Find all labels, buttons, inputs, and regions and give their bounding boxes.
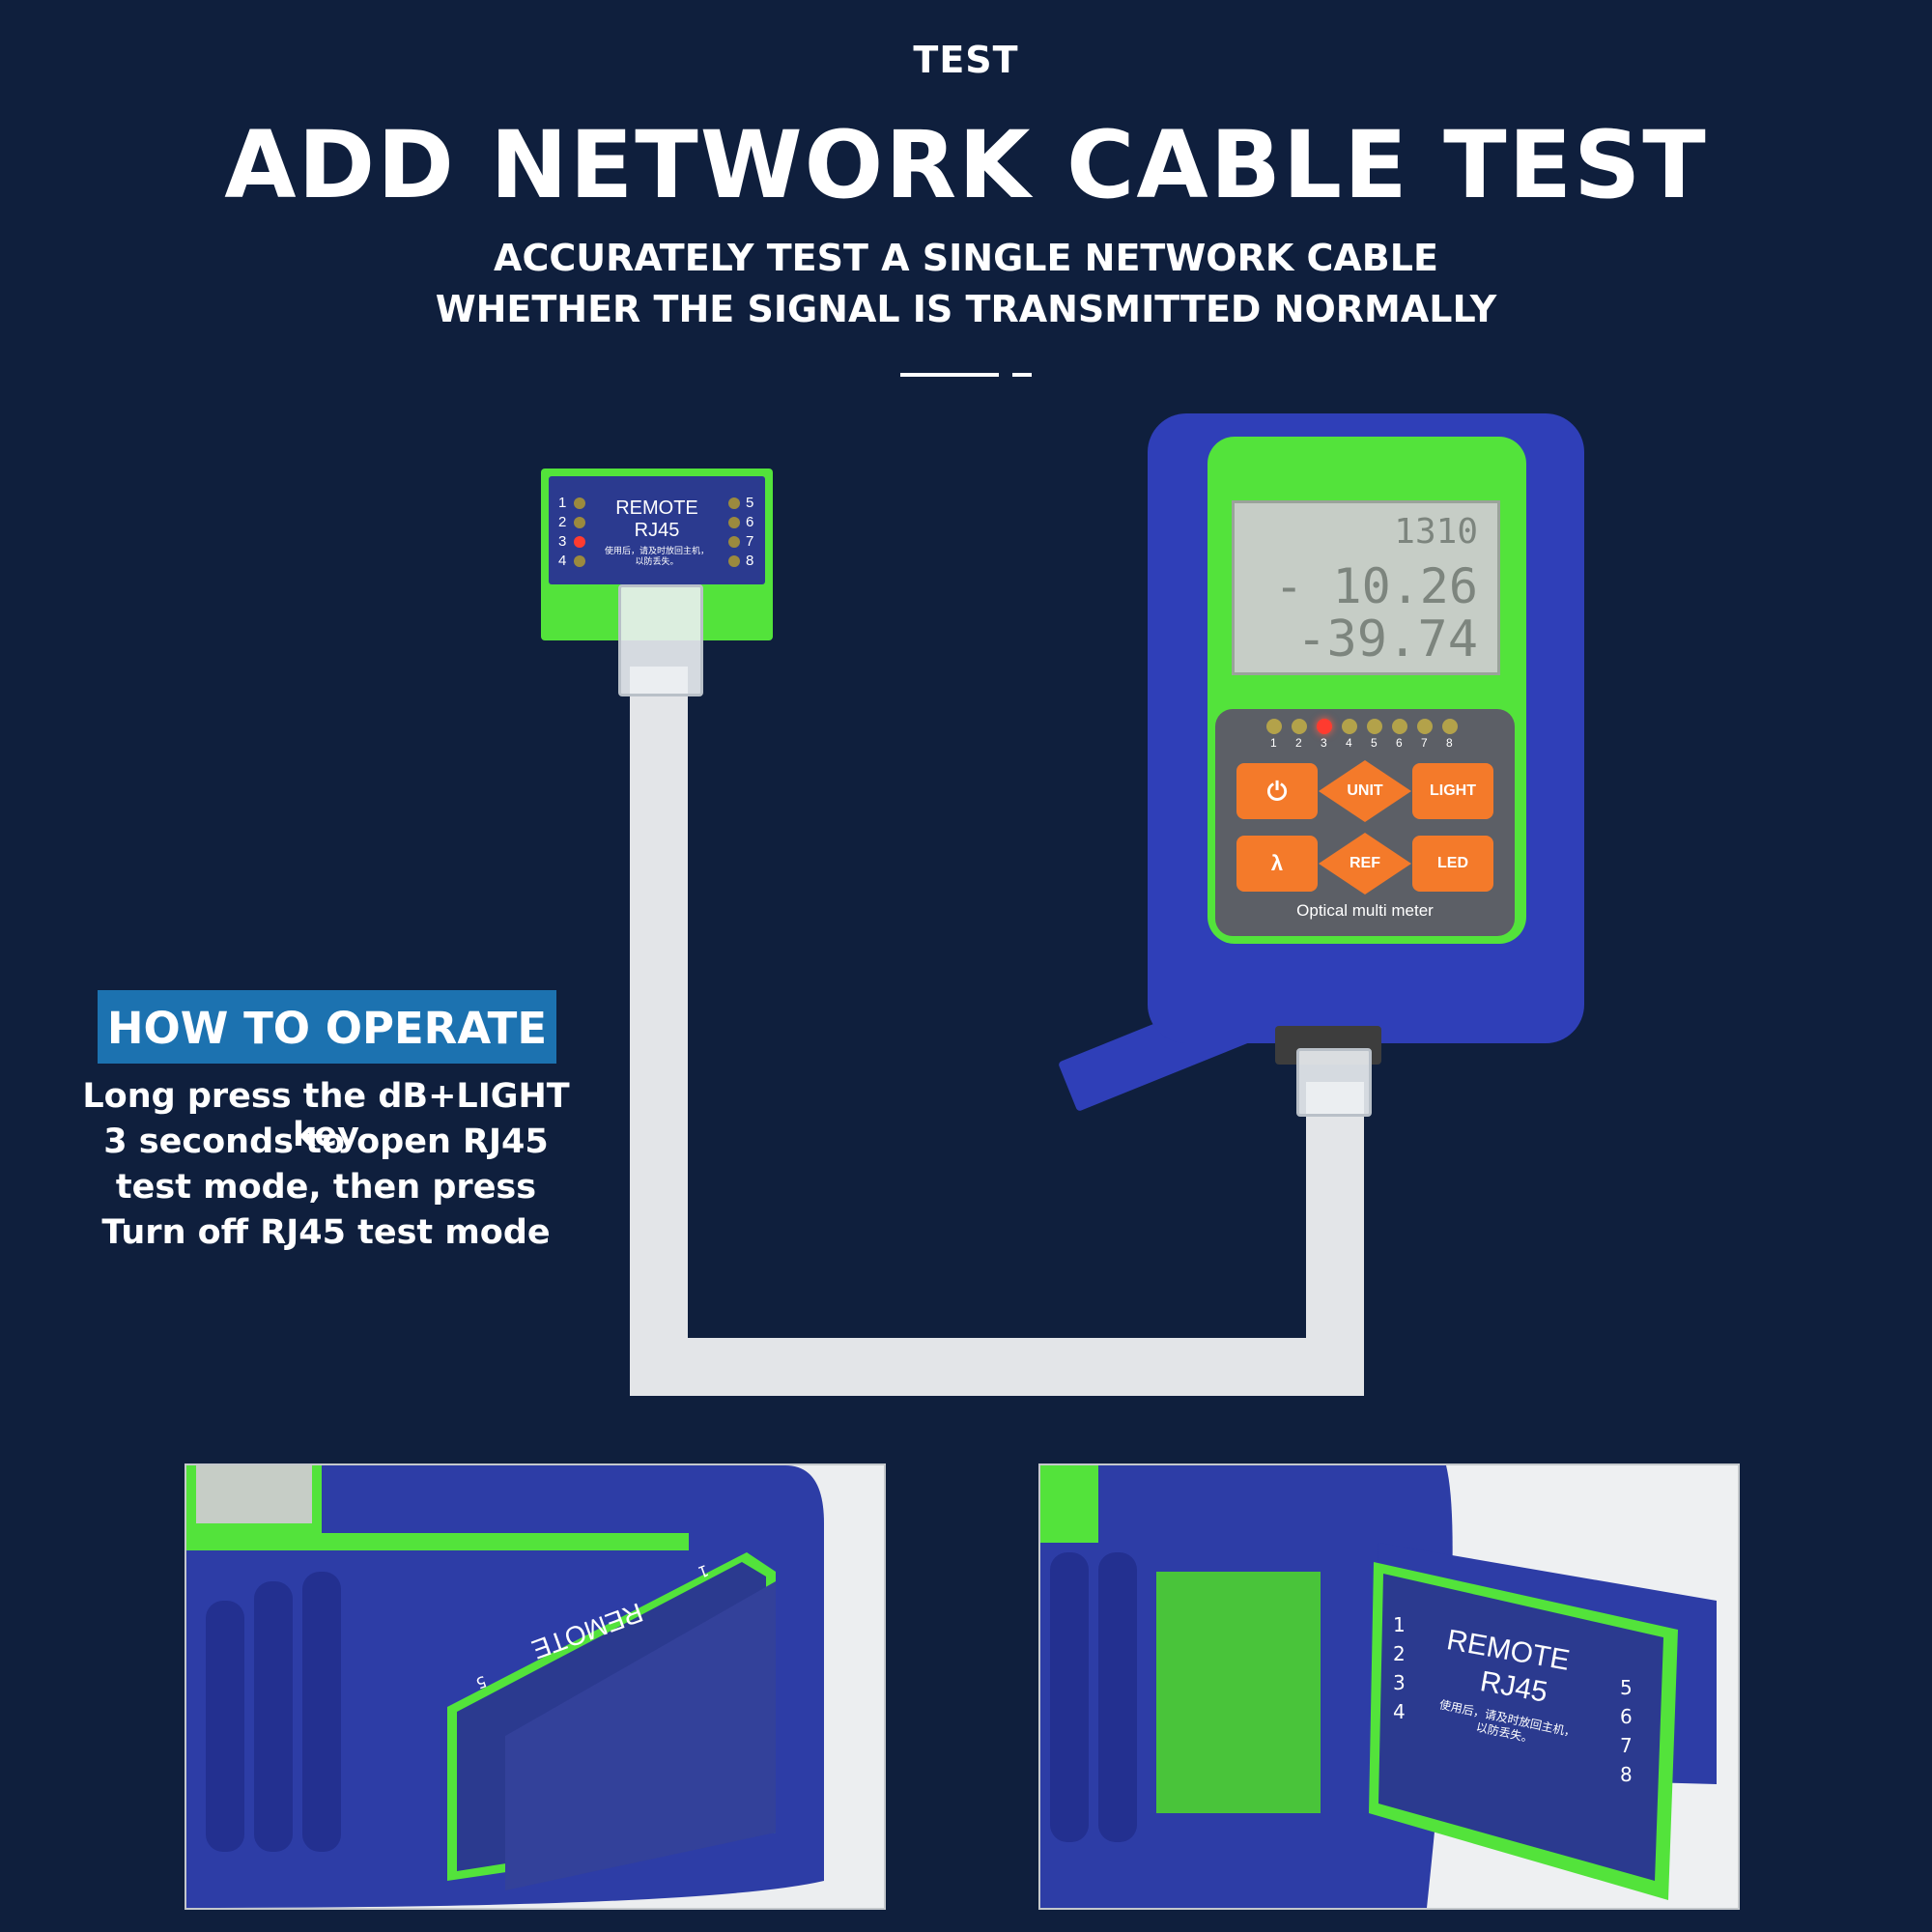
operate-line-4: Turn off RJ45 test mode bbox=[101, 1213, 551, 1252]
meter-lcd bbox=[1232, 500, 1500, 675]
remote-led bbox=[728, 517, 740, 528]
lcd-line-2: - 10.26 bbox=[1274, 558, 1478, 614]
meter-led bbox=[1442, 719, 1458, 734]
meter-led bbox=[1392, 719, 1407, 734]
remote-led bbox=[728, 497, 740, 509]
lcd-line-1: 1310 bbox=[1394, 512, 1478, 552]
divider-short bbox=[1012, 373, 1032, 377]
meter-rj45-plug bbox=[1296, 1048, 1372, 1117]
remote-pin-label: 1 bbox=[558, 495, 567, 511]
meter-led-number: 6 bbox=[1396, 736, 1403, 750]
remote-rj45-plug bbox=[618, 584, 703, 696]
remote-led bbox=[574, 517, 585, 528]
remote-note-line-1: 使用后，请及时放回主机， bbox=[604, 547, 709, 556]
meter-led bbox=[1417, 719, 1433, 734]
remote-led bbox=[728, 536, 740, 548]
remote-pin-label: 8 bbox=[746, 553, 754, 569]
remote-pin-label: 6 bbox=[746, 514, 754, 530]
meter-led-number: 5 bbox=[1371, 736, 1378, 750]
subtitle-line-1: ACCURATELY TEST A SINGLE NETWORK CABLE bbox=[494, 237, 1438, 279]
divider-long bbox=[900, 373, 999, 377]
operate-line-2: 3 seconds to open RJ45 bbox=[103, 1122, 549, 1161]
remote-led bbox=[728, 555, 740, 567]
light-button[interactable]: LIGHT bbox=[1412, 763, 1493, 819]
remote-pin-label: 7 bbox=[746, 533, 754, 550]
meter-label: Optical multi meter bbox=[1296, 901, 1434, 920]
remote-pin-label: 4 bbox=[558, 553, 567, 569]
meter-led-number: 1 bbox=[1270, 736, 1277, 750]
photo2-pin-label: 3 bbox=[1393, 1671, 1406, 1694]
remote-module-face bbox=[549, 476, 765, 584]
remote-pin-label: 5 bbox=[746, 495, 754, 511]
remote-title: REMOTE bbox=[615, 497, 698, 519]
photo-removed-illustration bbox=[1040, 1465, 1738, 1908]
meter-led-active bbox=[1317, 719, 1332, 734]
remote-note-line-2: 以防丢失。 bbox=[635, 557, 679, 567]
lcd-line-3: -39.74 bbox=[1296, 611, 1478, 668]
section-eyebrow: TEST bbox=[913, 39, 1019, 81]
cable-bottom-segment bbox=[630, 1338, 1364, 1396]
remote-pin-label: 3 bbox=[558, 533, 567, 550]
subtitle-line-2: WHETHER THE SIGNAL IS TRANSMITTED NORMAL… bbox=[435, 288, 1497, 330]
meter-keypad bbox=[1215, 709, 1515, 936]
meter-led-number: 7 bbox=[1421, 736, 1428, 750]
photo2-pin-label: 4 bbox=[1393, 1700, 1406, 1723]
meter-led-number: 2 bbox=[1295, 736, 1302, 750]
photo-docked-illustration bbox=[186, 1465, 884, 1908]
meter-led-number: 3 bbox=[1321, 736, 1327, 750]
remote-note: 使用后，请及时放回主机， 以防丢失。 bbox=[589, 547, 724, 568]
photo2-pin-label: 2 bbox=[1393, 1642, 1406, 1665]
led-button[interactable]: LED bbox=[1412, 836, 1493, 892]
photo-module-removed: REMOTE RJ45 使用后，请及时放回主机， 以防丢失。 1 2 3 4 5… bbox=[1038, 1463, 1740, 1910]
photo2-pin-label: 6 bbox=[1620, 1705, 1633, 1728]
photo2-pin-label: 8 bbox=[1620, 1763, 1633, 1786]
photo-module-docked: REMOTE 1 5 bbox=[185, 1463, 886, 1910]
cable-left-segment bbox=[630, 667, 688, 1396]
page-title: ADD NETWORK CABLE TEST bbox=[224, 111, 1708, 219]
operate-line-3: test mode, then press bbox=[115, 1168, 537, 1207]
meter-led bbox=[1367, 719, 1382, 734]
meter-led bbox=[1266, 719, 1282, 734]
meter-led-number: 4 bbox=[1346, 736, 1352, 750]
cable-right-segment bbox=[1306, 1082, 1364, 1396]
remote-led bbox=[574, 497, 585, 509]
remote-led bbox=[574, 555, 585, 567]
remote-led-active bbox=[574, 536, 585, 548]
meter-led-number: 8 bbox=[1446, 736, 1453, 750]
remote-pin-label: 2 bbox=[558, 514, 567, 530]
power-button[interactable]: ⏻ bbox=[1236, 763, 1318, 819]
meter-led bbox=[1292, 719, 1307, 734]
operate-heading: HOW TO OPERATE bbox=[106, 1003, 548, 1054]
photo2-pin-label: 5 bbox=[1620, 1676, 1633, 1699]
photo2-pins-right: 5 6 7 8 bbox=[1620, 1673, 1633, 1789]
operate-line-1: Long press the dB+LIGHT key bbox=[82, 1077, 570, 1154]
operate-heading-box bbox=[98, 990, 556, 1064]
lambda-button[interactable]: λ bbox=[1236, 836, 1318, 892]
photo2-pin-label: 7 bbox=[1620, 1734, 1633, 1757]
photo2-pin-label: 1 bbox=[1393, 1613, 1406, 1636]
meter-led bbox=[1342, 719, 1357, 734]
remote-subtitle: RJ45 bbox=[634, 520, 680, 541]
photo2-pins-left: 1 2 3 4 bbox=[1393, 1610, 1406, 1726]
